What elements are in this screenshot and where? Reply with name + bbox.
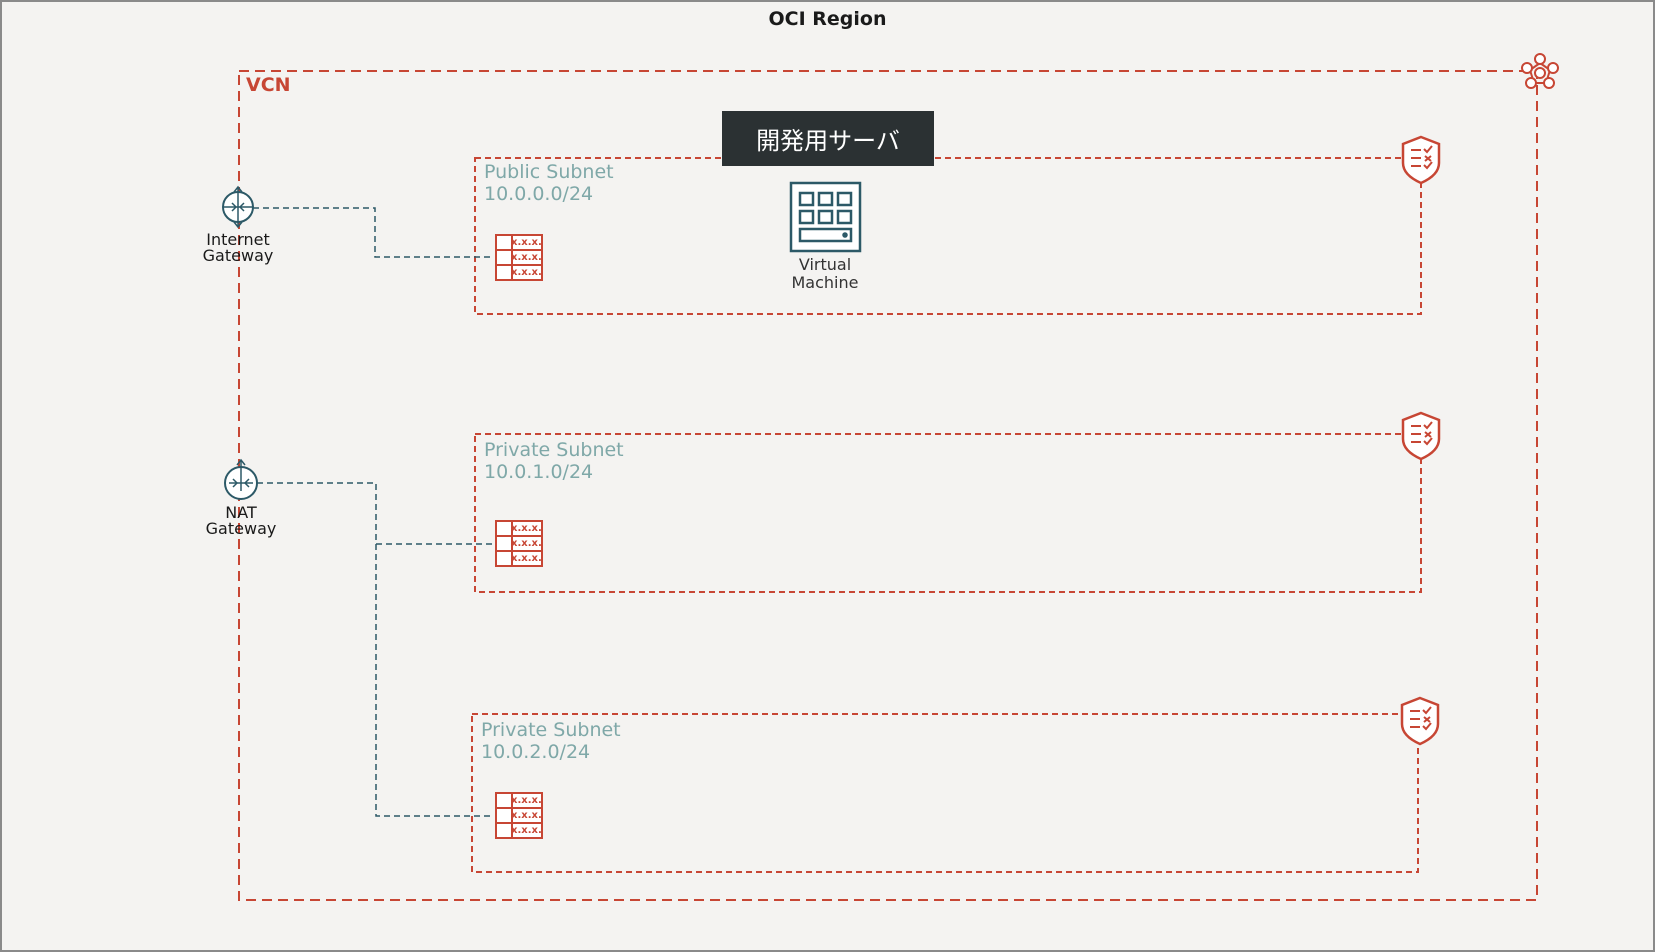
private-subnet-2-label: Private Subnet 10.0.2.0/24 — [481, 719, 621, 763]
gateway-label-line: NAT — [225, 503, 257, 522]
vm-label-line: Virtual — [798, 255, 852, 274]
nat-connector — [257, 482, 494, 817]
private-subnet-1-label: Private Subnet 10.0.1.0/24 — [484, 439, 624, 483]
nat-gateway-label: NAT Gateway — [186, 505, 296, 537]
route-row: x.x.x. — [511, 267, 542, 278]
route-row: x.x.x. — [511, 810, 542, 821]
route-row: x.x.x. — [511, 237, 542, 248]
vm-label-line: Machine — [791, 273, 859, 292]
vcn-border — [238, 70, 1538, 901]
route-row: x.x.x. — [511, 538, 542, 549]
public-subnet-border — [474, 157, 1422, 315]
gateway-label-line: Gateway — [202, 246, 274, 265]
security-list-icon-private-1 — [1401, 411, 1441, 461]
security-list-icon-public — [1401, 135, 1441, 185]
gateway-label-line: Gateway — [205, 519, 277, 538]
security-list-icon-private-2 — [1400, 696, 1440, 746]
private-subnet-2-border — [471, 713, 1419, 873]
nat-gateway-icon — [224, 458, 258, 500]
route-row: x.x.x. — [511, 252, 542, 263]
subnet-cidr: 10.0.2.0/24 — [481, 741, 591, 763]
subnet-cidr: 10.0.1.0/24 — [484, 461, 594, 483]
igw-connector — [253, 207, 494, 258]
internet-gateway-icon — [222, 185, 254, 229]
route-row: x.x.x. — [511, 825, 542, 836]
route-row: x.x.x. — [511, 795, 542, 806]
vcn-title: VCN — [246, 74, 291, 96]
public-subnet-label: Public Subnet 10.0.0.0/24 — [484, 161, 614, 205]
route-row: x.x.x. — [511, 553, 542, 564]
subnet-name: Private Subnet — [484, 439, 624, 461]
gateway-label-line: Internet — [206, 230, 270, 249]
vcn-icon — [1521, 53, 1559, 89]
internet-gateway-label: Internet Gateway — [183, 232, 293, 264]
subnet-name: Private Subnet — [481, 719, 621, 741]
virtual-machine-icon — [789, 181, 862, 253]
region-title: OCI Region — [768, 8, 887, 30]
route-table-rows-private-1: x.x.x. x.x.x. x.x.x. — [511, 521, 542, 566]
dev-server-banner: 開発用サーバ — [722, 111, 934, 166]
route-row: x.x.x. — [511, 523, 542, 534]
route-table-rows-private-2: x.x.x. x.x.x. x.x.x. — [511, 793, 542, 838]
route-table-rows-public: x.x.x. x.x.x. x.x.x. — [511, 235, 542, 280]
private-subnet-1-border — [474, 433, 1422, 593]
virtual-machine-label: Virtual Machine — [765, 256, 885, 292]
subnet-cidr: 10.0.0.0/24 — [484, 183, 594, 205]
subnet-name: Public Subnet — [484, 161, 614, 183]
